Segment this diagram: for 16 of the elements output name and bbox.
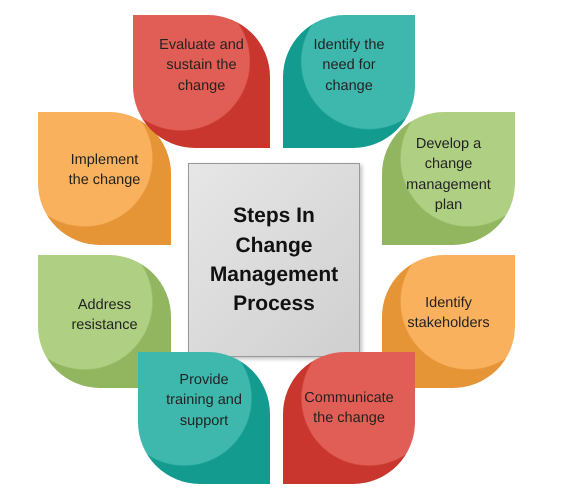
- step-label: Evaluate and sustain the change: [158, 36, 245, 96]
- leaf-shape: [283, 352, 415, 484]
- step-label: Identify the need for change: [312, 36, 386, 96]
- step-label: Develop a change management plan: [405, 135, 492, 215]
- leaf-shape: [138, 352, 270, 484]
- leaf-shape: [133, 15, 270, 148]
- leaf-shape: [38, 112, 171, 245]
- leaf-shape: [382, 112, 515, 245]
- step-label: Communicate the change: [304, 389, 394, 428]
- step-label: Implement the change: [68, 151, 142, 190]
- title-box: [188, 163, 360, 357]
- leaf-shape: [283, 15, 415, 148]
- step-label: Steps In Change Management Process: [208, 203, 340, 318]
- step-label: Address resistance: [70, 296, 139, 336]
- step-label: Identify stakeholders: [406, 294, 491, 334]
- step-label: Provide training and support: [165, 371, 243, 431]
